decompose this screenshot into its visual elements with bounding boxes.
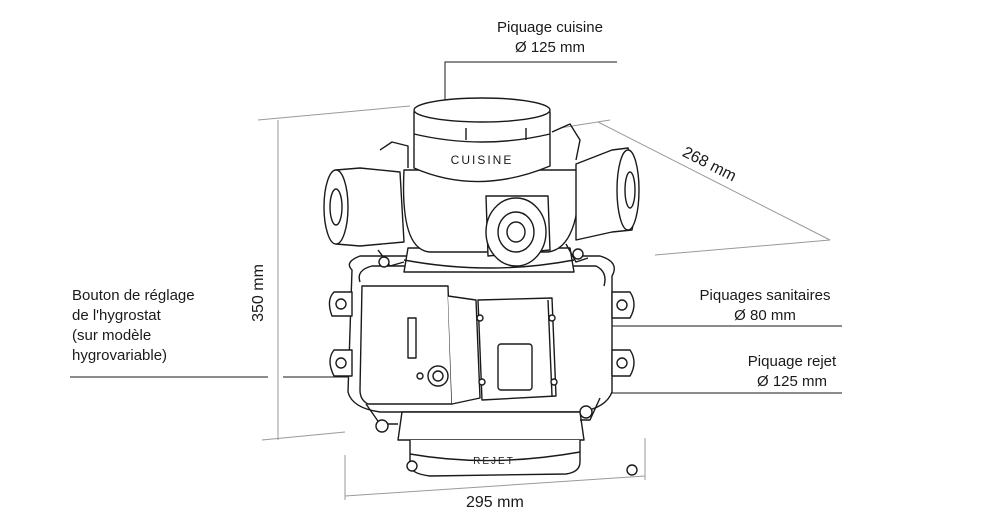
- front-spigot-opening: [497, 211, 535, 253]
- screw: [616, 299, 628, 311]
- cuisine-spigot: [413, 111, 551, 183]
- neck-ring: [403, 259, 575, 269]
- piquages-sanitaires-dim: Ø 80 mm: [734, 307, 796, 324]
- box-label: [407, 317, 417, 359]
- right-spigot-opening: [616, 149, 640, 231]
- screw: [335, 357, 347, 369]
- panel-screw: [478, 378, 486, 386]
- cuisine-mark-text: CUISINE: [451, 153, 514, 167]
- bouton-line-1: Bouton de réglage: [72, 287, 195, 304]
- rejet-mark-text: REJET: [473, 456, 515, 467]
- front-spigot-inner: [506, 221, 526, 243]
- right-spigot-inner: [624, 171, 636, 209]
- rejet-outlet-ring: [409, 451, 581, 462]
- fan-unit: [323, 97, 640, 477]
- left-clip-bottom: [377, 249, 405, 267]
- screw: [378, 256, 390, 268]
- panel-screw: [548, 314, 556, 322]
- cuisine-spigot-ring: [413, 133, 551, 143]
- left-spigot-opening: [323, 169, 349, 245]
- bottom-bracket-right: [580, 397, 601, 421]
- piquage-cuisine-dim: Ø 125 mm: [514, 39, 586, 56]
- panel-window: [497, 343, 533, 391]
- bottom-screw: [626, 464, 638, 476]
- label-piquage-rejet: Piquage rejet Ø 125 mm: [722, 352, 862, 392]
- depth-extension-top: [559, 119, 611, 129]
- piquage-rejet-title: Piquage rejet: [747, 353, 837, 370]
- panel-screw: [550, 378, 558, 386]
- bottom-screw: [406, 460, 418, 472]
- dimension-lines: [257, 105, 831, 500]
- height-dimension-label: 350 mm: [249, 264, 267, 322]
- screw: [616, 357, 628, 369]
- label-piquage-cuisine: Piquage cuisine Ø 125 mm: [470, 18, 630, 58]
- left-spigot-inner: [329, 188, 343, 226]
- cuisine-spigot-opening: [413, 97, 551, 123]
- screw: [335, 298, 347, 310]
- height-extension-bottom: [261, 431, 346, 441]
- leader-cuisine: [444, 61, 617, 108]
- hygrostat-knob-center: [432, 370, 444, 382]
- right-clip-bottom: [565, 243, 589, 263]
- left-clip: [379, 141, 409, 168]
- depth-extension-bottom: [654, 239, 831, 256]
- label-piquages-sanitaires: Piquages sanitaires Ø 80 mm: [690, 286, 840, 326]
- label-bouton-hygrostat: Bouton de réglage de l'hygrostat (sur mo…: [72, 286, 195, 366]
- piquage-cuisine-title: Piquage cuisine: [497, 19, 603, 36]
- panel-screw: [476, 314, 484, 322]
- width-dimension-label: 295 mm: [466, 494, 524, 511]
- height-extension-top: [257, 105, 411, 121]
- bouton-line-2: de l'hygrostat: [72, 307, 161, 324]
- depth-dimension-line: [597, 121, 831, 241]
- bottom-screw: [579, 405, 593, 419]
- outlet-collar: [397, 411, 585, 441]
- knob-indicator: [416, 372, 424, 380]
- right-clip: [551, 123, 581, 161]
- bouton-line-3: (sur modèle: [72, 327, 152, 344]
- screw: [572, 248, 584, 260]
- piquages-sanitaires-title: Piquages sanitaires: [699, 287, 831, 304]
- bouton-line-4: hygrovariable): [72, 347, 168, 364]
- width-dimension-line: [344, 475, 646, 497]
- bottom-screw: [375, 419, 389, 433]
- control-box-side: [447, 295, 481, 405]
- piquage-rejet-dim: Ø 125 mm: [756, 373, 828, 390]
